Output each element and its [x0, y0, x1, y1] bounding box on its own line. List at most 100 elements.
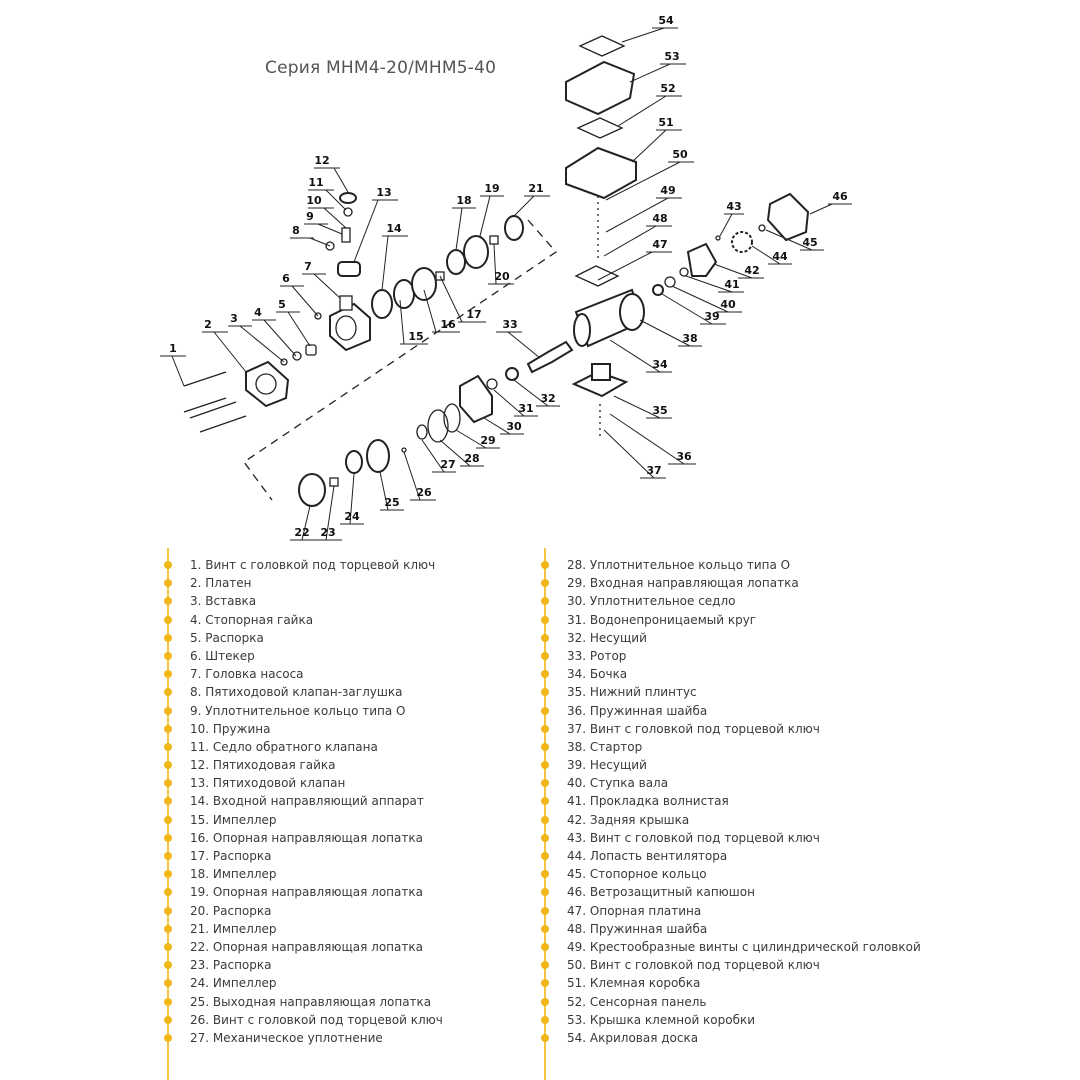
- legend-item: 12. Пятиходовая гайка: [164, 756, 443, 774]
- part-20: [489, 235, 499, 245]
- legend-item-label: 11. Седло обратного клапана: [190, 739, 378, 754]
- legend-item: 4. Стопорная гайка: [164, 611, 443, 629]
- legend-item: 15. Импеллер: [164, 811, 443, 829]
- legend-item-label: 32. Несущий: [567, 630, 647, 645]
- callout-number: 27: [440, 458, 455, 471]
- callout-number: 28: [464, 452, 479, 465]
- legend-item-label: 37. Винт с головкой под торцевой ключ: [567, 721, 820, 736]
- legend-item: 3. Вставка: [164, 592, 443, 610]
- legend-item-label: 34. Бочка: [567, 667, 628, 682]
- bullet-dot-icon: [164, 561, 172, 569]
- callout-number: 20: [494, 270, 510, 283]
- legend-item: 27. Механическое уплотнение: [164, 1029, 443, 1047]
- bullet-dot-icon: [541, 761, 549, 770]
- left-column-rule: [167, 548, 169, 1080]
- bullet-dot-icon: [164, 888, 172, 897]
- part-47: [574, 265, 620, 287]
- bullet-dot-icon: [541, 670, 549, 679]
- part-44-fan: [731, 231, 753, 253]
- callout-number: 44: [772, 250, 788, 263]
- legend-item-label: 2. Платен: [190, 576, 252, 591]
- bullet-dot-icon: [541, 870, 549, 879]
- bullet-dot-icon: [541, 597, 549, 606]
- bullet-dot-icon: [164, 651, 172, 660]
- bullet-dot-icon: [541, 942, 549, 951]
- legend-item: 5. Распорка: [164, 629, 443, 647]
- bullet-dot-icon: [164, 597, 172, 606]
- bullet-dot-icon: [541, 961, 549, 970]
- callout-number: 41: [724, 278, 739, 291]
- callout-number: 22: [294, 526, 309, 539]
- callout-number: 24: [344, 510, 360, 523]
- legend-item: 28. Уплотнительное кольцо типа О: [541, 556, 921, 574]
- callout-number: 47: [652, 238, 667, 251]
- part-30: [459, 374, 493, 424]
- legend-item-label: 13. Пятиходовой клапан: [190, 776, 346, 791]
- legend-item: 48. Пружинная шайба: [541, 920, 921, 938]
- legend-item-label: 44. Лопасть вентилятора: [567, 849, 728, 863]
- part-24: [345, 450, 363, 474]
- callout-number: 8: [292, 224, 300, 237]
- legend-item-label: 40. Ступка вала: [567, 776, 669, 791]
- diagram-title: Серия MHM4-20/MHM5-40: [265, 58, 497, 78]
- legend-item-label: 54. Акриловая доска: [567, 1030, 699, 1045]
- part-22: [298, 473, 326, 507]
- legend-item: 21. Импеллер: [164, 920, 443, 938]
- bullet-dot-icon: [164, 852, 172, 860]
- legend-item-label: 29. Входная направляющая лопатка: [567, 576, 799, 591]
- legend-item-label: 15. Импеллер: [190, 812, 277, 827]
- callout-number: 9: [306, 210, 314, 223]
- part-39: [652, 284, 664, 296]
- callout-number: 12: [314, 154, 329, 167]
- callout-number: 46: [832, 190, 848, 203]
- part-51-terminal-box: [565, 146, 637, 200]
- bullet-dot-icon: [164, 797, 172, 806]
- legend-item-label: 53. Крышка клемной коробки: [567, 1012, 756, 1027]
- legend-item-label: 47. Опорная платина: [567, 903, 702, 918]
- legend-item-label: 48. Пружинная шайба: [567, 921, 708, 936]
- legend-item: 7. Головка насоса: [164, 665, 443, 683]
- legend-item: 38. Стартор: [541, 738, 921, 756]
- legend-item-label: 50. Винт с головкой под торцевой ключ: [567, 958, 820, 973]
- part-41: [679, 267, 689, 277]
- callout-number: 6: [282, 272, 290, 285]
- part-32: [505, 367, 519, 381]
- part-16: [411, 267, 437, 301]
- callout-number: 30: [506, 420, 522, 433]
- legend-item-label: 6. Штекер: [190, 648, 255, 663]
- legend-item-label: 9. Уплотнительное кольцо типа О: [190, 703, 406, 718]
- legend-item: 47. Опорная платина: [541, 902, 921, 920]
- bullet-dot-icon: [164, 961, 172, 970]
- callout-number: 13: [376, 186, 391, 199]
- bullet-dot-icon: [541, 924, 549, 933]
- callout-number: 31: [518, 402, 533, 415]
- legend-item: 6. Штекер: [164, 647, 443, 665]
- callout-number: 37: [646, 464, 661, 477]
- legend-item-label: 25. Выходная направляющая лопатка: [190, 994, 432, 1009]
- part-29: [443, 403, 461, 433]
- bullet-dot-icon: [164, 742, 172, 751]
- legend-item: 37. Винт с головкой под торцевой ключ: [541, 720, 921, 738]
- callout-number: 42: [744, 264, 759, 277]
- legend-item-label: 21. Импеллер: [190, 921, 277, 936]
- callout-number: 39: [704, 310, 719, 323]
- bullet-dot-icon: [164, 615, 172, 624]
- bullet-dot-icon: [541, 561, 549, 569]
- part-35-base: [571, 370, 629, 398]
- legend-item-label: 14. Входной направляющий аппарат: [190, 794, 424, 809]
- legend-item: 1. Винт с головкой под торцевой ключ: [164, 556, 443, 574]
- callout-number: 38: [682, 332, 697, 345]
- callout-number: 26: [416, 486, 432, 499]
- legend-item-label: 52. Сенсорная панель: [567, 994, 707, 1009]
- legend-item-label: 33. Ротор: [567, 648, 627, 663]
- callout-number: 15: [408, 330, 423, 343]
- bullet-dot-icon: [164, 670, 172, 679]
- legend-item-label: 5. Распорка: [190, 630, 264, 645]
- legend-item: 9. Уплотнительное кольцо типа О: [164, 702, 443, 720]
- legend-item: 31. Водонепроницаемый круг: [541, 611, 921, 629]
- callout-number: 18: [456, 194, 471, 207]
- bullet-dot-icon: [541, 852, 549, 860]
- bullet-dot-icon: [541, 779, 549, 788]
- legend-item: 16. Опорная направляющая лопатка: [164, 829, 443, 847]
- bullet-dot-icon: [541, 815, 549, 824]
